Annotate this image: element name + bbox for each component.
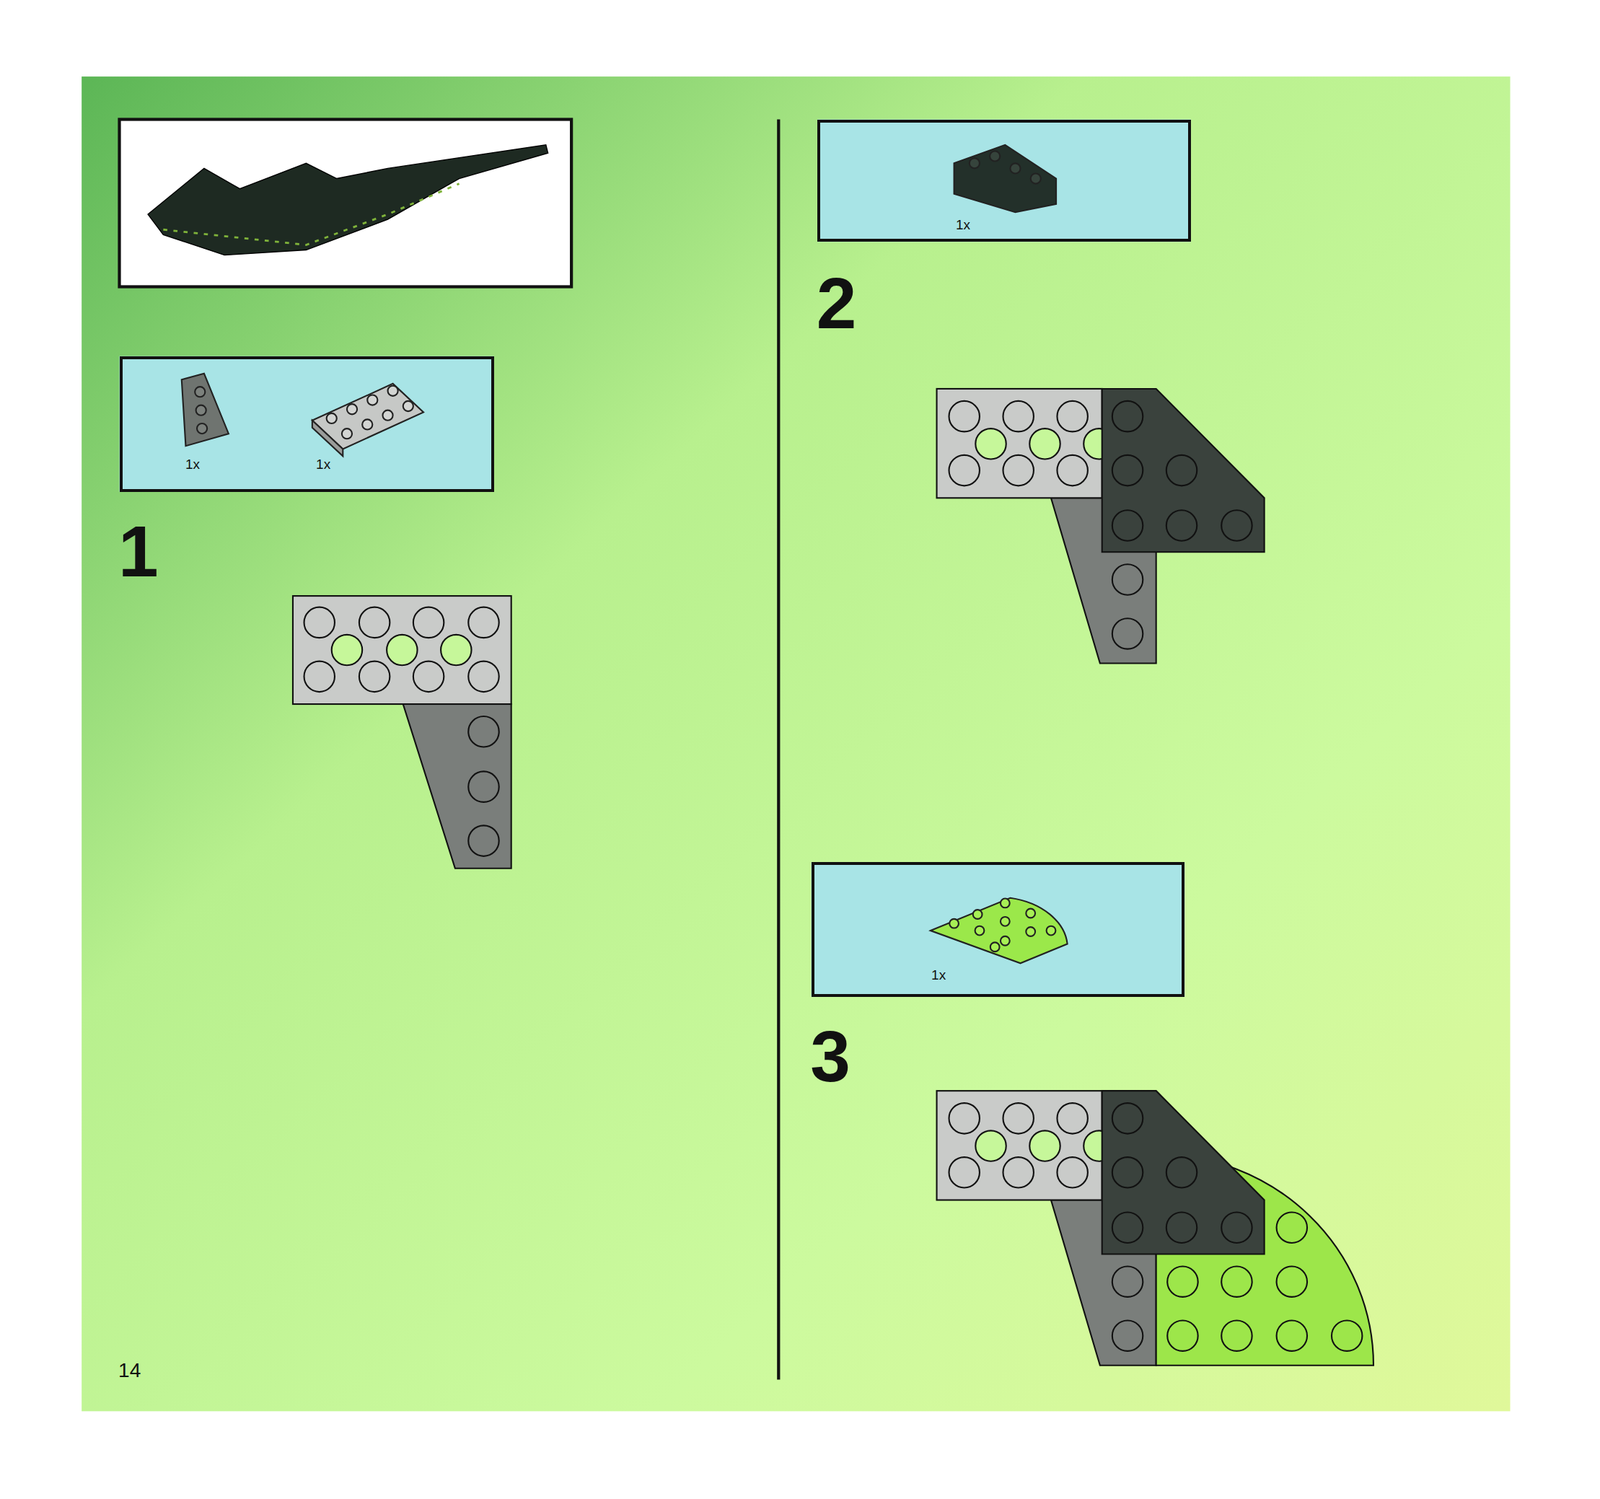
stud	[949, 1157, 980, 1188]
stud	[1112, 455, 1143, 486]
stud	[468, 716, 499, 747]
stud	[1166, 1157, 1197, 1188]
stud	[1166, 455, 1197, 486]
model-preview	[119, 119, 573, 288]
stud	[949, 455, 980, 486]
plate	[292, 595, 512, 705]
stud	[331, 634, 363, 666]
stud	[1167, 1320, 1198, 1351]
stud	[1056, 401, 1088, 432]
stud	[1056, 1157, 1088, 1188]
stud	[468, 607, 499, 638]
model-ship	[147, 144, 549, 256]
stud	[949, 1102, 980, 1134]
stud	[1029, 428, 1060, 459]
wedge-plate	[403, 704, 512, 869]
stud	[1166, 510, 1197, 541]
stud	[386, 634, 417, 666]
stud	[413, 661, 444, 692]
stud	[1276, 1212, 1308, 1243]
part-icons	[181, 144, 1068, 964]
stud	[304, 661, 335, 692]
parts-callout: 1x	[811, 862, 1186, 997]
stud	[1112, 1157, 1143, 1188]
stud	[1112, 1266, 1143, 1297]
stud	[1221, 1212, 1252, 1243]
step-number: 1	[118, 515, 159, 588]
stud	[1002, 1102, 1034, 1134]
stud	[1112, 1212, 1143, 1243]
stud	[468, 771, 499, 802]
stud	[1167, 1266, 1198, 1297]
divider	[776, 119, 780, 1380]
stud	[440, 634, 472, 666]
step-drawings	[292, 388, 1374, 1366]
wedge-brick	[1102, 388, 1265, 552]
stud	[1112, 564, 1143, 595]
step-number: 3	[810, 1020, 851, 1093]
part-quantity: 1x	[185, 457, 200, 472]
stud	[1112, 618, 1143, 649]
stud	[1112, 1102, 1143, 1134]
stud	[1112, 401, 1143, 432]
stud	[1276, 1266, 1308, 1297]
stud	[975, 428, 1006, 459]
parts-callout: 1x 1x	[119, 356, 495, 492]
stud	[1166, 1212, 1197, 1243]
wedge-brick	[1102, 1090, 1265, 1254]
stud	[975, 1130, 1006, 1161]
stud	[1112, 510, 1143, 541]
stud	[1221, 1320, 1252, 1351]
stud	[1056, 1102, 1088, 1134]
stud	[359, 607, 390, 638]
stud	[1002, 401, 1034, 432]
part-quantity: 1x	[931, 967, 946, 982]
stud	[304, 607, 335, 638]
stud	[468, 825, 499, 856]
stud	[1331, 1320, 1362, 1351]
parts-callout: 1x	[817, 119, 1191, 243]
step-number: 2	[816, 266, 857, 340]
page-number: 14	[118, 1360, 141, 1381]
stud	[1002, 1157, 1034, 1188]
stud	[1112, 1320, 1143, 1351]
part-quantity: 1x	[955, 217, 971, 231]
quarter-plate	[1156, 1154, 1374, 1366]
stud	[949, 401, 980, 432]
stud	[1002, 455, 1034, 486]
stud	[413, 607, 444, 638]
stud	[1221, 510, 1252, 541]
plate	[937, 388, 1103, 498]
stud	[1029, 1130, 1060, 1161]
plate	[937, 1090, 1103, 1200]
part-quantity: 1x	[315, 457, 331, 472]
stud	[1056, 455, 1088, 486]
page-panel	[81, 76, 1510, 1412]
stud	[1276, 1320, 1308, 1351]
stud	[468, 661, 499, 692]
stud	[1221, 1266, 1252, 1297]
stud	[359, 661, 390, 692]
